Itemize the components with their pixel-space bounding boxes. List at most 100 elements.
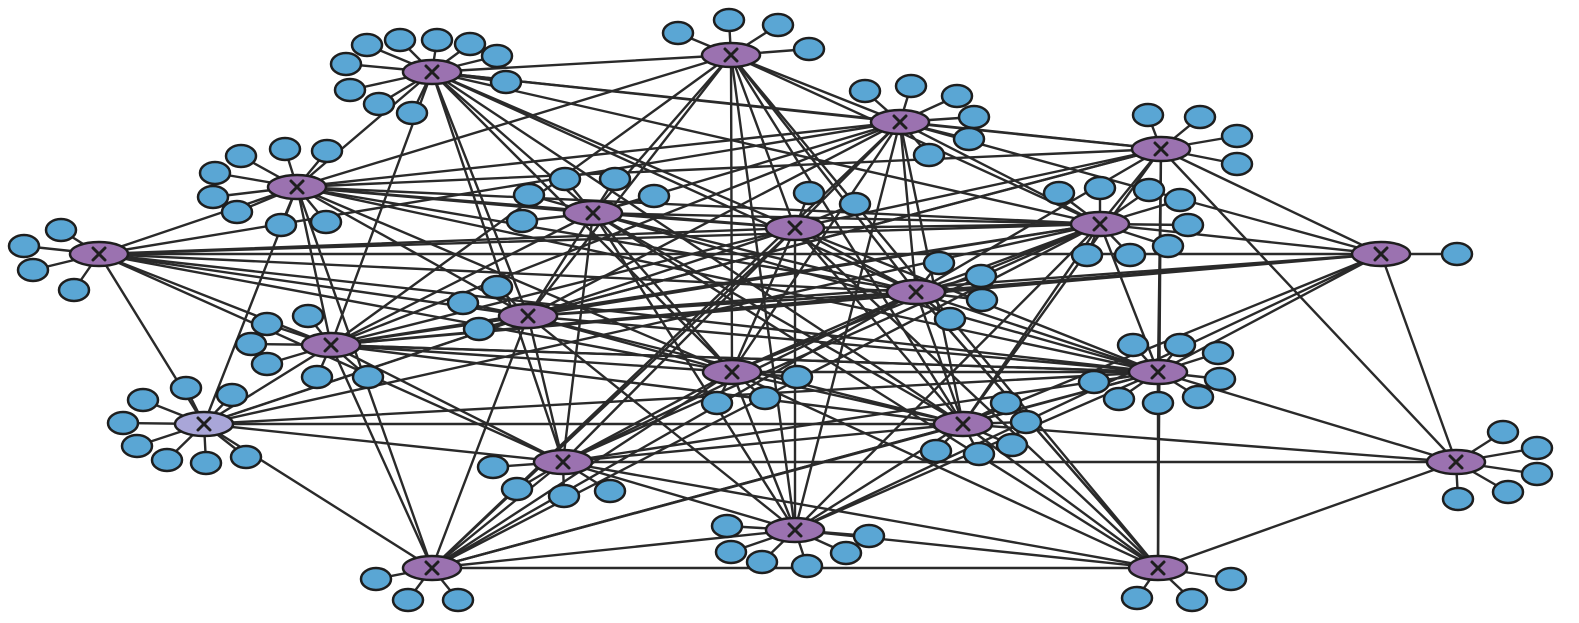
x-mark-icon xyxy=(787,522,803,538)
hub-link xyxy=(729,53,918,294)
hub-link xyxy=(561,422,965,464)
hub-link xyxy=(97,252,918,294)
hub-node xyxy=(401,554,463,582)
ellipse-node-icon xyxy=(229,444,263,470)
x-mark-icon xyxy=(1373,246,1389,262)
ellipse-node-icon xyxy=(1440,241,1474,267)
hub-node xyxy=(401,58,463,86)
ellipse-node-icon xyxy=(593,478,627,504)
hub-link xyxy=(561,370,1160,464)
hub-link xyxy=(97,185,299,256)
hub-link xyxy=(591,211,965,426)
ellipse-node-icon xyxy=(150,447,184,473)
hub-link xyxy=(793,226,1160,570)
ellipse-node-icon xyxy=(309,209,343,235)
ellipse-node-icon xyxy=(1141,390,1175,416)
ellipse-node-icon xyxy=(350,32,384,58)
ellipse-node-icon xyxy=(476,454,510,480)
hub-link xyxy=(329,343,565,464)
ellipse-node-icon xyxy=(1042,180,1076,206)
ellipse-node-icon xyxy=(989,390,1023,416)
ellipse-node-icon xyxy=(198,160,232,186)
hub-link xyxy=(561,370,734,464)
ellipse-node-icon xyxy=(1183,104,1217,130)
x-mark-icon xyxy=(908,284,924,300)
hub-node xyxy=(562,199,624,227)
ellipse-node-icon xyxy=(748,385,782,411)
ellipse-node-icon xyxy=(1163,332,1197,358)
ellipse-node-icon xyxy=(547,483,581,509)
hub-link xyxy=(295,185,1102,226)
hub-link xyxy=(730,370,797,532)
ellipse-node-icon xyxy=(1441,486,1475,512)
hub-link xyxy=(591,211,1102,226)
hub-link xyxy=(914,290,1160,374)
ellipse-node-icon xyxy=(919,438,953,464)
ellipse-node-icon xyxy=(548,166,582,192)
ellipse-node-icon xyxy=(120,433,154,459)
hub-link xyxy=(561,460,797,532)
hub-link xyxy=(430,70,918,294)
ellipse-node-icon xyxy=(1203,366,1237,392)
hub-link xyxy=(430,70,965,426)
hub-link xyxy=(295,53,733,189)
hub-node xyxy=(764,516,826,544)
hub-link xyxy=(329,343,734,374)
x-mark-icon xyxy=(1150,364,1166,380)
hub-link xyxy=(430,460,565,570)
x-mark-icon xyxy=(555,454,571,470)
hub-node xyxy=(68,240,130,268)
ellipse-node-icon xyxy=(16,257,50,283)
ellipse-node-icon xyxy=(964,263,998,289)
x-mark-icon xyxy=(424,560,440,576)
ellipse-node-icon xyxy=(1151,233,1185,259)
ellipse-node-icon xyxy=(780,364,814,390)
hub-link xyxy=(295,147,1163,189)
x-mark-icon xyxy=(892,114,908,130)
hub-node xyxy=(764,214,826,242)
ellipse-node-icon xyxy=(250,311,284,337)
hub-link xyxy=(898,120,1163,151)
hub-link xyxy=(430,53,733,74)
hub-link xyxy=(1098,222,1383,256)
ellipse-node-icon xyxy=(1486,419,1520,445)
hub-link xyxy=(591,211,1160,570)
ellipse-node-icon xyxy=(500,476,534,502)
hub-link xyxy=(729,53,902,124)
ellipse-node-icon xyxy=(712,7,746,33)
ellipse-node-icon xyxy=(126,387,160,413)
hub-link xyxy=(329,314,530,347)
ellipse-node-icon xyxy=(1491,479,1525,505)
x-mark-icon xyxy=(1092,216,1108,232)
ellipse-node-icon xyxy=(359,566,393,592)
ellipse-node-icon xyxy=(965,287,999,313)
hub-link xyxy=(329,226,797,347)
hub-node xyxy=(1069,210,1131,238)
hub-link xyxy=(329,343,965,426)
ellipse-node-icon xyxy=(264,212,298,238)
hub-link xyxy=(97,120,902,256)
ellipse-node-icon xyxy=(745,549,779,575)
ellipse-node-icon xyxy=(169,375,203,401)
ellipse-node-icon xyxy=(710,513,744,539)
ellipse-node-icon xyxy=(44,217,78,243)
ellipse-node-icon xyxy=(1077,369,1111,395)
ellipse-node-icon xyxy=(940,83,974,109)
ellipse-node-icon xyxy=(512,182,546,208)
ellipse-node-icon xyxy=(995,432,1029,458)
ellipse-node-icon xyxy=(1120,585,1154,611)
x-mark-icon xyxy=(289,179,305,195)
x-mark-icon xyxy=(1153,141,1169,157)
hub-link xyxy=(729,53,797,532)
ellipse-node-icon xyxy=(505,208,539,234)
hub-link xyxy=(295,185,1160,374)
hub-link xyxy=(97,252,1160,374)
hub-link xyxy=(591,211,797,532)
x-mark-icon xyxy=(787,220,803,236)
hub-link xyxy=(97,252,333,347)
ellipse-node-icon xyxy=(700,390,734,416)
ellipse-node-icon xyxy=(912,142,946,168)
hub-link xyxy=(729,53,965,426)
ellipse-node-icon xyxy=(1220,151,1254,177)
